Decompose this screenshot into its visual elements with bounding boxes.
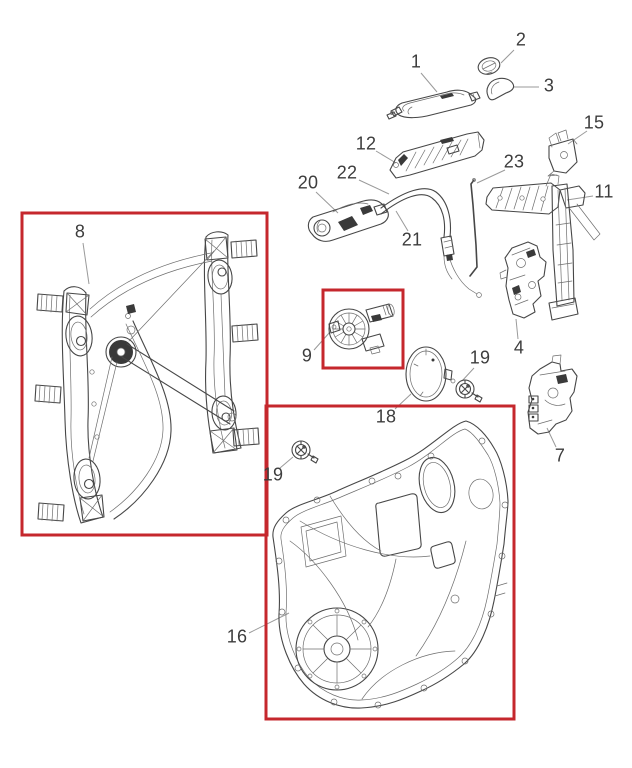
callout-16: 16 — [226, 626, 248, 647]
part-15-bracket-drawing — [547, 129, 578, 177]
leader-line-16 — [248, 612, 290, 634]
leader-line-2 — [500, 49, 515, 64]
part-23-lock-rod-drawing — [469, 178, 478, 277]
highlight-boxes — [20, 211, 516, 721]
leader-line-19a — [461, 367, 475, 382]
callout-15: 15 — [583, 112, 605, 133]
part-20-interior-handle-unit-drawing — [307, 199, 389, 242]
part-18-speaker-seal-ring-drawing — [405, 346, 456, 402]
leader-line-7 — [546, 427, 557, 448]
callout-7: 7 — [554, 445, 566, 466]
leader-line-23 — [476, 169, 506, 184]
leader-line-8 — [82, 242, 90, 285]
callout-20: 20 — [297, 172, 319, 193]
leader-line-20 — [315, 191, 339, 214]
part-2-lock-cylinder-cap-drawing — [477, 57, 501, 75]
callout-11: 11 — [594, 181, 614, 202]
leader-line-19b — [279, 456, 294, 469]
part-19-retainer-clip-drawing — [291, 440, 319, 464]
part-11-latch-bracket-drawing — [485, 173, 601, 321]
highlight-box-door-module-panel — [264, 404, 516, 721]
part-7-latch-actuator-drawing — [527, 354, 578, 435]
part-19-retainer-clip-drawing — [455, 379, 483, 403]
callout-22: 22 — [336, 162, 358, 183]
part-12-handle-carrier-drawing — [389, 131, 485, 179]
callout-23: 23 — [503, 151, 525, 172]
callout-3: 3 — [543, 75, 555, 96]
part-3-handle-end-cap-drawing — [486, 77, 515, 101]
callout-19a: 19 — [469, 347, 491, 368]
callout-19b: 19 — [262, 464, 284, 485]
callout-4: 4 — [513, 337, 525, 358]
callout-2: 2 — [515, 29, 527, 50]
part-21-22-release-cables-drawing — [380, 188, 482, 298]
part-1-exterior-door-handle-drawing — [386, 89, 481, 120]
callout-12: 12 — [355, 133, 377, 154]
highlight-box-window-regulator — [20, 211, 269, 537]
leader-line-11 — [566, 195, 594, 201]
leader-line-22 — [358, 179, 390, 195]
part-8-window-regulator-drawing — [34, 231, 260, 524]
callout-8: 8 — [74, 221, 86, 242]
callout-18: 18 — [375, 406, 397, 427]
part-16-door-module-panel-drawing — [272, 420, 509, 709]
callout-9: 9 — [301, 345, 313, 366]
leader-line-21 — [395, 210, 409, 232]
callout-1: 1 — [410, 51, 422, 72]
leader-line-1 — [420, 72, 438, 93]
part-9-window-motor-drawing — [328, 303, 395, 355]
leader-line-4 — [515, 318, 519, 340]
part-4-door-latch-drawing — [499, 241, 547, 319]
callout-21: 21 — [401, 229, 423, 250]
highlight-box-window-motor — [321, 288, 405, 370]
parts-artwork — [34, 57, 601, 709]
leader-line-15 — [567, 130, 588, 145]
leader-line-12 — [375, 150, 397, 164]
